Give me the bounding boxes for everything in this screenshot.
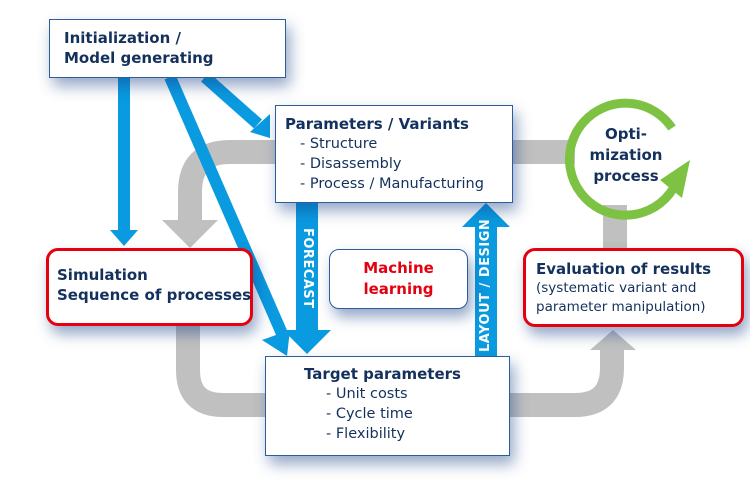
machine-learning-box: Machine learning [329,249,468,309]
blue-arrowhead-target [262,330,290,356]
blue-arrowhead-params [250,114,270,138]
blue-arrow-init-to-target [164,74,289,339]
params-item: - Disassembly [300,156,402,172]
gray-flow-target-to-evaluation [505,348,624,417]
gray-flow-simulation-to-target [176,322,270,417]
target-item: - Flexibility [326,426,406,442]
simulation-box: Simulation Sequence of processes [46,248,253,326]
layout-arrowhead [462,203,510,227]
evaluation-line-2: parameter manipulation) [536,299,706,315]
layout-design-label: LAYOUT / DESIGN [478,218,493,352]
params-item: - Structure [300,136,378,152]
target-item: - Cycle time [326,406,413,422]
simulation-line-2: Sequence of processes [57,286,252,304]
params-box: Parameters / Variants - Structure - Disa… [275,105,513,203]
init-box: Initialization / Model generating [49,19,286,78]
evaluation-box: Evaluation of results (systematic varian… [523,248,744,327]
target-item: - Unit costs [326,386,408,402]
blue-arrowhead-simulation [110,230,138,246]
gray-flow-params-to-simulation [178,140,280,222]
optimization-cycle-arrowhead [660,160,690,198]
forecast-arrowhead [283,330,331,354]
params-title: Parameters / Variants [285,115,469,133]
forecast-label: FORECAST [300,228,315,309]
target-title: Target parameters [304,365,461,383]
optimization-cycle-ring [565,98,685,220]
params-item: - Process / Manufacturing [300,176,484,192]
init-line-1: Initialization / [64,29,181,47]
optimization-line-3: process [593,167,659,185]
gray-arrowhead-evaluation [590,330,636,350]
simulation-line-1: Simulation [57,266,148,284]
optimization-line-1: Opti- [604,125,648,143]
machine-learning-line-1: Machine [363,259,434,277]
blue-arrow-init-to-params [201,72,262,129]
init-line-2: Model generating [64,49,214,67]
machine-learning-line-2: learning [363,280,434,298]
evaluation-line-1: (systematic variant and [536,280,697,296]
layout-arrow-shaft [475,225,497,356]
optimization-line-2: mization [589,146,663,164]
target-box: Target parameters - Unit costs - Cycle t… [265,356,510,456]
gray-arrowhead-simulation [162,220,218,248]
optimization-label: Opti- mization process [580,124,672,187]
evaluation-title: Evaluation of results [536,260,712,278]
forecast-arrow-shaft [296,202,318,332]
